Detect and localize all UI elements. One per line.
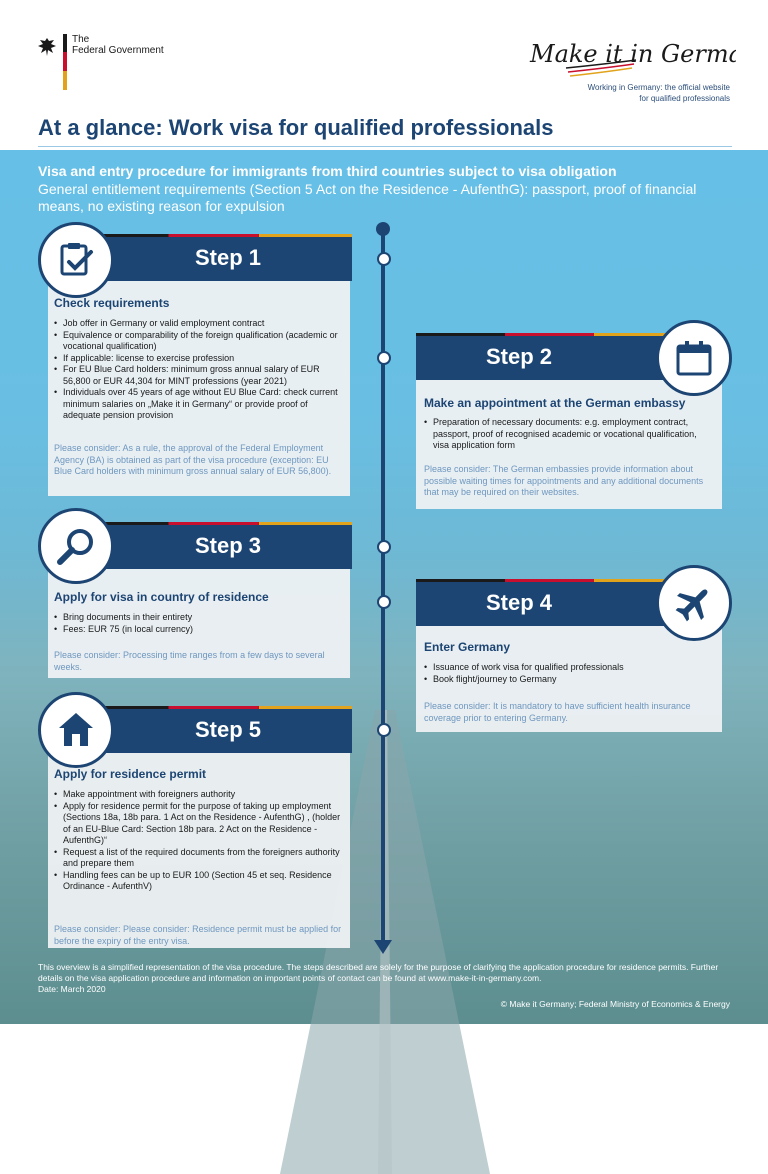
- step-1-list: Job offer in Germany or valid employment…: [54, 318, 344, 422]
- step-3-icon-circle: [38, 508, 114, 584]
- list-item: Make appointment with foreigners authori…: [54, 789, 344, 801]
- checklist-icon: [60, 243, 93, 276]
- step-1-banner: Step 1: [78, 234, 352, 281]
- list-item: Apply for residence permit for the purpo…: [54, 801, 344, 847]
- logo-text: Make it in Germany: [529, 40, 736, 68]
- magnifier-icon: [57, 529, 93, 565]
- footer-disclaimer: This overview is a simplified representa…: [38, 962, 738, 995]
- list-item: Job offer in Germany or valid employment…: [54, 318, 344, 330]
- step-3-note: Please consider: Processing time ranges …: [54, 650, 325, 672]
- calendar-icon: [676, 341, 712, 376]
- step-5-label: Step 5: [195, 717, 262, 742]
- step-2-icon-circle: [656, 320, 732, 396]
- step-1-title: Check requirements: [54, 296, 170, 310]
- list-item: If applicable: license to exercise profe…: [54, 353, 344, 365]
- gov-line-2: Federal Government: [72, 45, 164, 56]
- timeline-node: [377, 595, 391, 609]
- step-3-banner: Step 3: [78, 522, 352, 569]
- tagline-line-1: Working in Germany: the official website: [587, 83, 730, 92]
- list-item: Preparation of necessary documents: e.g.…: [424, 417, 714, 452]
- timeline-node: [377, 540, 391, 554]
- step-2-list: Preparation of necessary documents: e.g.…: [424, 417, 714, 452]
- step-5-icon-circle: [38, 692, 114, 768]
- footer-date: Date: March 2020: [38, 984, 106, 994]
- federal-government-label: The Federal Government: [72, 34, 164, 56]
- footer-copyright: © Make it Germany; Federal Ministry of E…: [500, 999, 730, 1009]
- timeline-arrow: [374, 940, 392, 954]
- step-5-note: Please consider: Please consider: Reside…: [54, 924, 342, 946]
- list-item: Request a list of the required documents…: [54, 847, 344, 870]
- step-3-title: Apply for visa in country of residence: [54, 590, 269, 604]
- step-5-title: Apply for residence permit: [54, 767, 207, 781]
- step-2-label: Step 2: [486, 344, 553, 369]
- step-2-banner: Step 2: [416, 333, 686, 380]
- step-5-list: Make appointment with foreigners authori…: [54, 789, 344, 893]
- list-item: Book flight/journey to Germany: [424, 674, 714, 686]
- list-item: For EU Blue Card holders: minimum gross …: [54, 364, 344, 387]
- step-1-label: Step 1: [195, 245, 262, 270]
- house-icon: [59, 713, 93, 746]
- site-tagline: Working in Germany: the official website…: [588, 82, 730, 104]
- step-4-icon-circle: [656, 565, 732, 641]
- step-4-note: Please consider: It is mandatory to have…: [424, 701, 691, 723]
- timeline-node: [377, 723, 391, 737]
- step-1-icon-circle: [38, 222, 114, 298]
- step-4-list: Issuance of work visa for qualified prof…: [424, 662, 714, 685]
- list-item: Individuals over 45 years of age without…: [54, 387, 344, 422]
- timeline-node: [377, 252, 391, 266]
- timeline-node: [377, 351, 391, 365]
- step-2-title: Make an appointment at the German embass…: [424, 396, 686, 410]
- airplane-icon: [675, 589, 708, 622]
- intro-heading: Visa and entry procedure for immigrants …: [38, 163, 617, 179]
- step-3-label: Step 3: [195, 533, 262, 558]
- intro-text: General entitlement requirements (Sectio…: [38, 181, 697, 214]
- step-4-banner: Step 4: [416, 579, 686, 626]
- step-3-list: Bring documents in their entirety Fees: …: [54, 612, 344, 635]
- footer-text: This overview is a simplified representa…: [38, 962, 719, 983]
- list-item: Fees: EUR 75 (in local currency): [54, 624, 344, 636]
- page-header: The Federal Government Make it in German…: [0, 0, 768, 150]
- list-item: Issuance of work visa for qualified prof…: [424, 662, 714, 674]
- timeline-start-dot: [376, 222, 390, 236]
- list-item: Bring documents in their entirety: [54, 612, 344, 624]
- gov-line-1: The: [72, 34, 90, 45]
- federal-eagle-icon: [38, 38, 56, 56]
- make-it-in-germany-logo: Make it in Germany: [529, 40, 736, 77]
- list-item: Handling fees can be up to EUR 100 (Sect…: [54, 870, 344, 893]
- step-4-title: Enter Germany: [424, 640, 511, 654]
- page-title: At a glance: Work visa for qualified pro…: [38, 115, 554, 140]
- title-divider: [38, 146, 732, 147]
- timeline-line: [381, 230, 385, 945]
- german-flag-bar: [63, 34, 67, 90]
- step-4-label: Step 4: [486, 590, 553, 615]
- step-5-banner: Step 5: [78, 706, 352, 753]
- list-item: Equivalence or comparability of the fore…: [54, 330, 344, 353]
- tagline-line-2: for qualified professionals: [639, 94, 730, 103]
- step-1-note: Please consider: As a rule, the approval…: [54, 443, 332, 476]
- step-2-note: Please consider: The German embassies pr…: [424, 464, 704, 497]
